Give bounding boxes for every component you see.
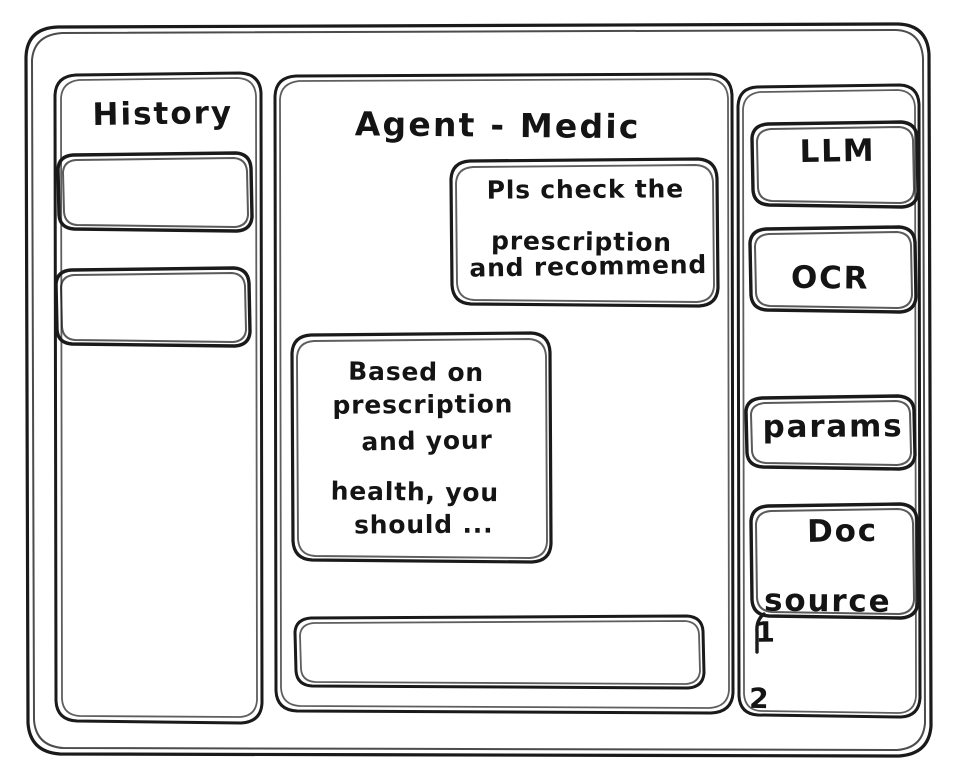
message-line: Based on [348,357,484,387]
message-line: health, you [331,476,500,507]
message-line: and your [361,425,493,456]
history-item-0[interactable] [56,151,254,233]
tool-card-label: Doc [807,513,878,550]
tools-sidebar: LLM OCR params Doc source [736,83,922,719]
tool-card-ocr[interactable]: OCR [748,225,918,314]
doc-source-marker-2[interactable]: 2 [749,682,769,715]
history-sidebar: History [53,71,264,725]
tool-card-params[interactable]: params [744,394,917,471]
message-line: prescription [332,389,513,419]
message-line: Pls check the [487,174,685,204]
message-line: should ... [354,510,494,540]
history-heading: History [92,95,233,133]
tool-card-label: params [762,408,903,445]
app-window-frame [24,22,933,758]
message-line: and recommend [469,250,707,283]
message-input[interactable] [293,614,706,690]
message-bubble-user: Pls check the prescription and recommend [449,157,720,308]
history-item-1[interactable] [54,266,252,348]
message-line: prescription [491,226,672,257]
tool-card-llm[interactable]: LLM [750,120,920,209]
tool-card-label: LLM [799,133,875,170]
agent-main-panel: Agent - Medic Pls check the prescription… [273,72,735,715]
doc-source-marker-1[interactable]: 1 [755,616,775,649]
tool-card-label: OCR [791,260,870,297]
tool-card-label: source [764,583,892,620]
agent-title: Agent - Medic [355,104,641,146]
doc-source-leader-line [755,612,766,654]
tool-card-doc-source[interactable]: Doc source [749,502,920,620]
message-bubble-assistant: Based on prescription and your health, y… [290,331,553,564]
